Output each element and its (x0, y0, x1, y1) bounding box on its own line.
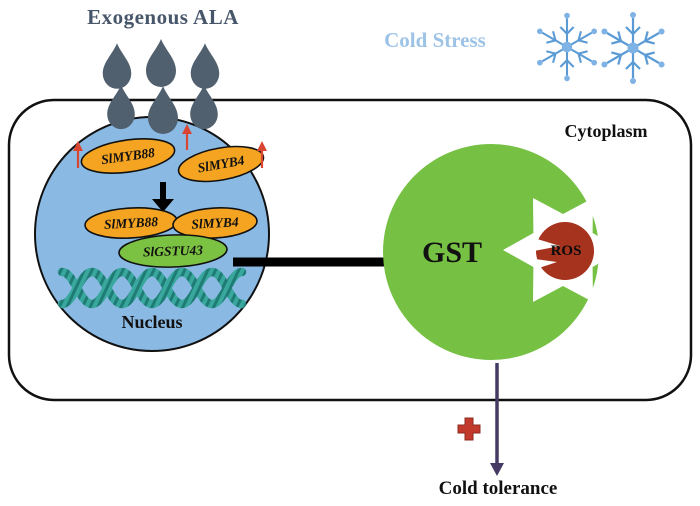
gene-label-slmyb4-bottom: SlMYB4 (191, 214, 239, 231)
gene-ellipse-slmyb4-top: SlMYB4 (177, 145, 265, 183)
gst-circle (383, 144, 599, 360)
gene-ellipse-slmyb88-bottom: SlMYB88 (84, 207, 178, 239)
dna-helix-icon (57, 267, 247, 309)
up-arrow-red-right-icon (257, 141, 267, 168)
ros-label: ROS (550, 243, 582, 259)
gene-ellipse-slmyb4-bottom: SlMYB4 (172, 207, 258, 239)
down-arrow-icon (152, 182, 174, 212)
gene-label-slmyb88-bottom: SlMYB88 (104, 214, 159, 232)
snowflake-icon (598, 12, 667, 84)
up-arrow-red-left-icon (73, 141, 83, 168)
up-arrow-red-middle-icon (182, 124, 192, 150)
snowflake-icon (534, 13, 600, 81)
ala-droplets-icon (102, 39, 220, 134)
gene-label-slmyb88-top: SlMYB88 (100, 145, 156, 167)
ros-crack-teeth (534, 238, 560, 269)
exogenous-ala-label: Exogenous ALA (87, 5, 239, 29)
tolerance-arrow-icon (490, 363, 504, 476)
gene-ellipse-slmyb88-top: SlMYB88 (80, 138, 176, 174)
ros-circle (536, 222, 594, 280)
plus-sign-icon (457, 417, 481, 441)
cold-tolerance-label: Cold tolerance (438, 478, 558, 499)
gene-ellipse-slgstu43: SlGSTU43 (118, 234, 228, 268)
cold-stress-label: Cold Stress (384, 28, 486, 52)
nucleus-label: Nucleus (121, 312, 183, 332)
cytoplasm-label: Cytoplasm (564, 121, 648, 141)
gene-label-slgstu43: SlGSTU43 (143, 242, 204, 259)
gst-label: GST (421, 236, 483, 269)
